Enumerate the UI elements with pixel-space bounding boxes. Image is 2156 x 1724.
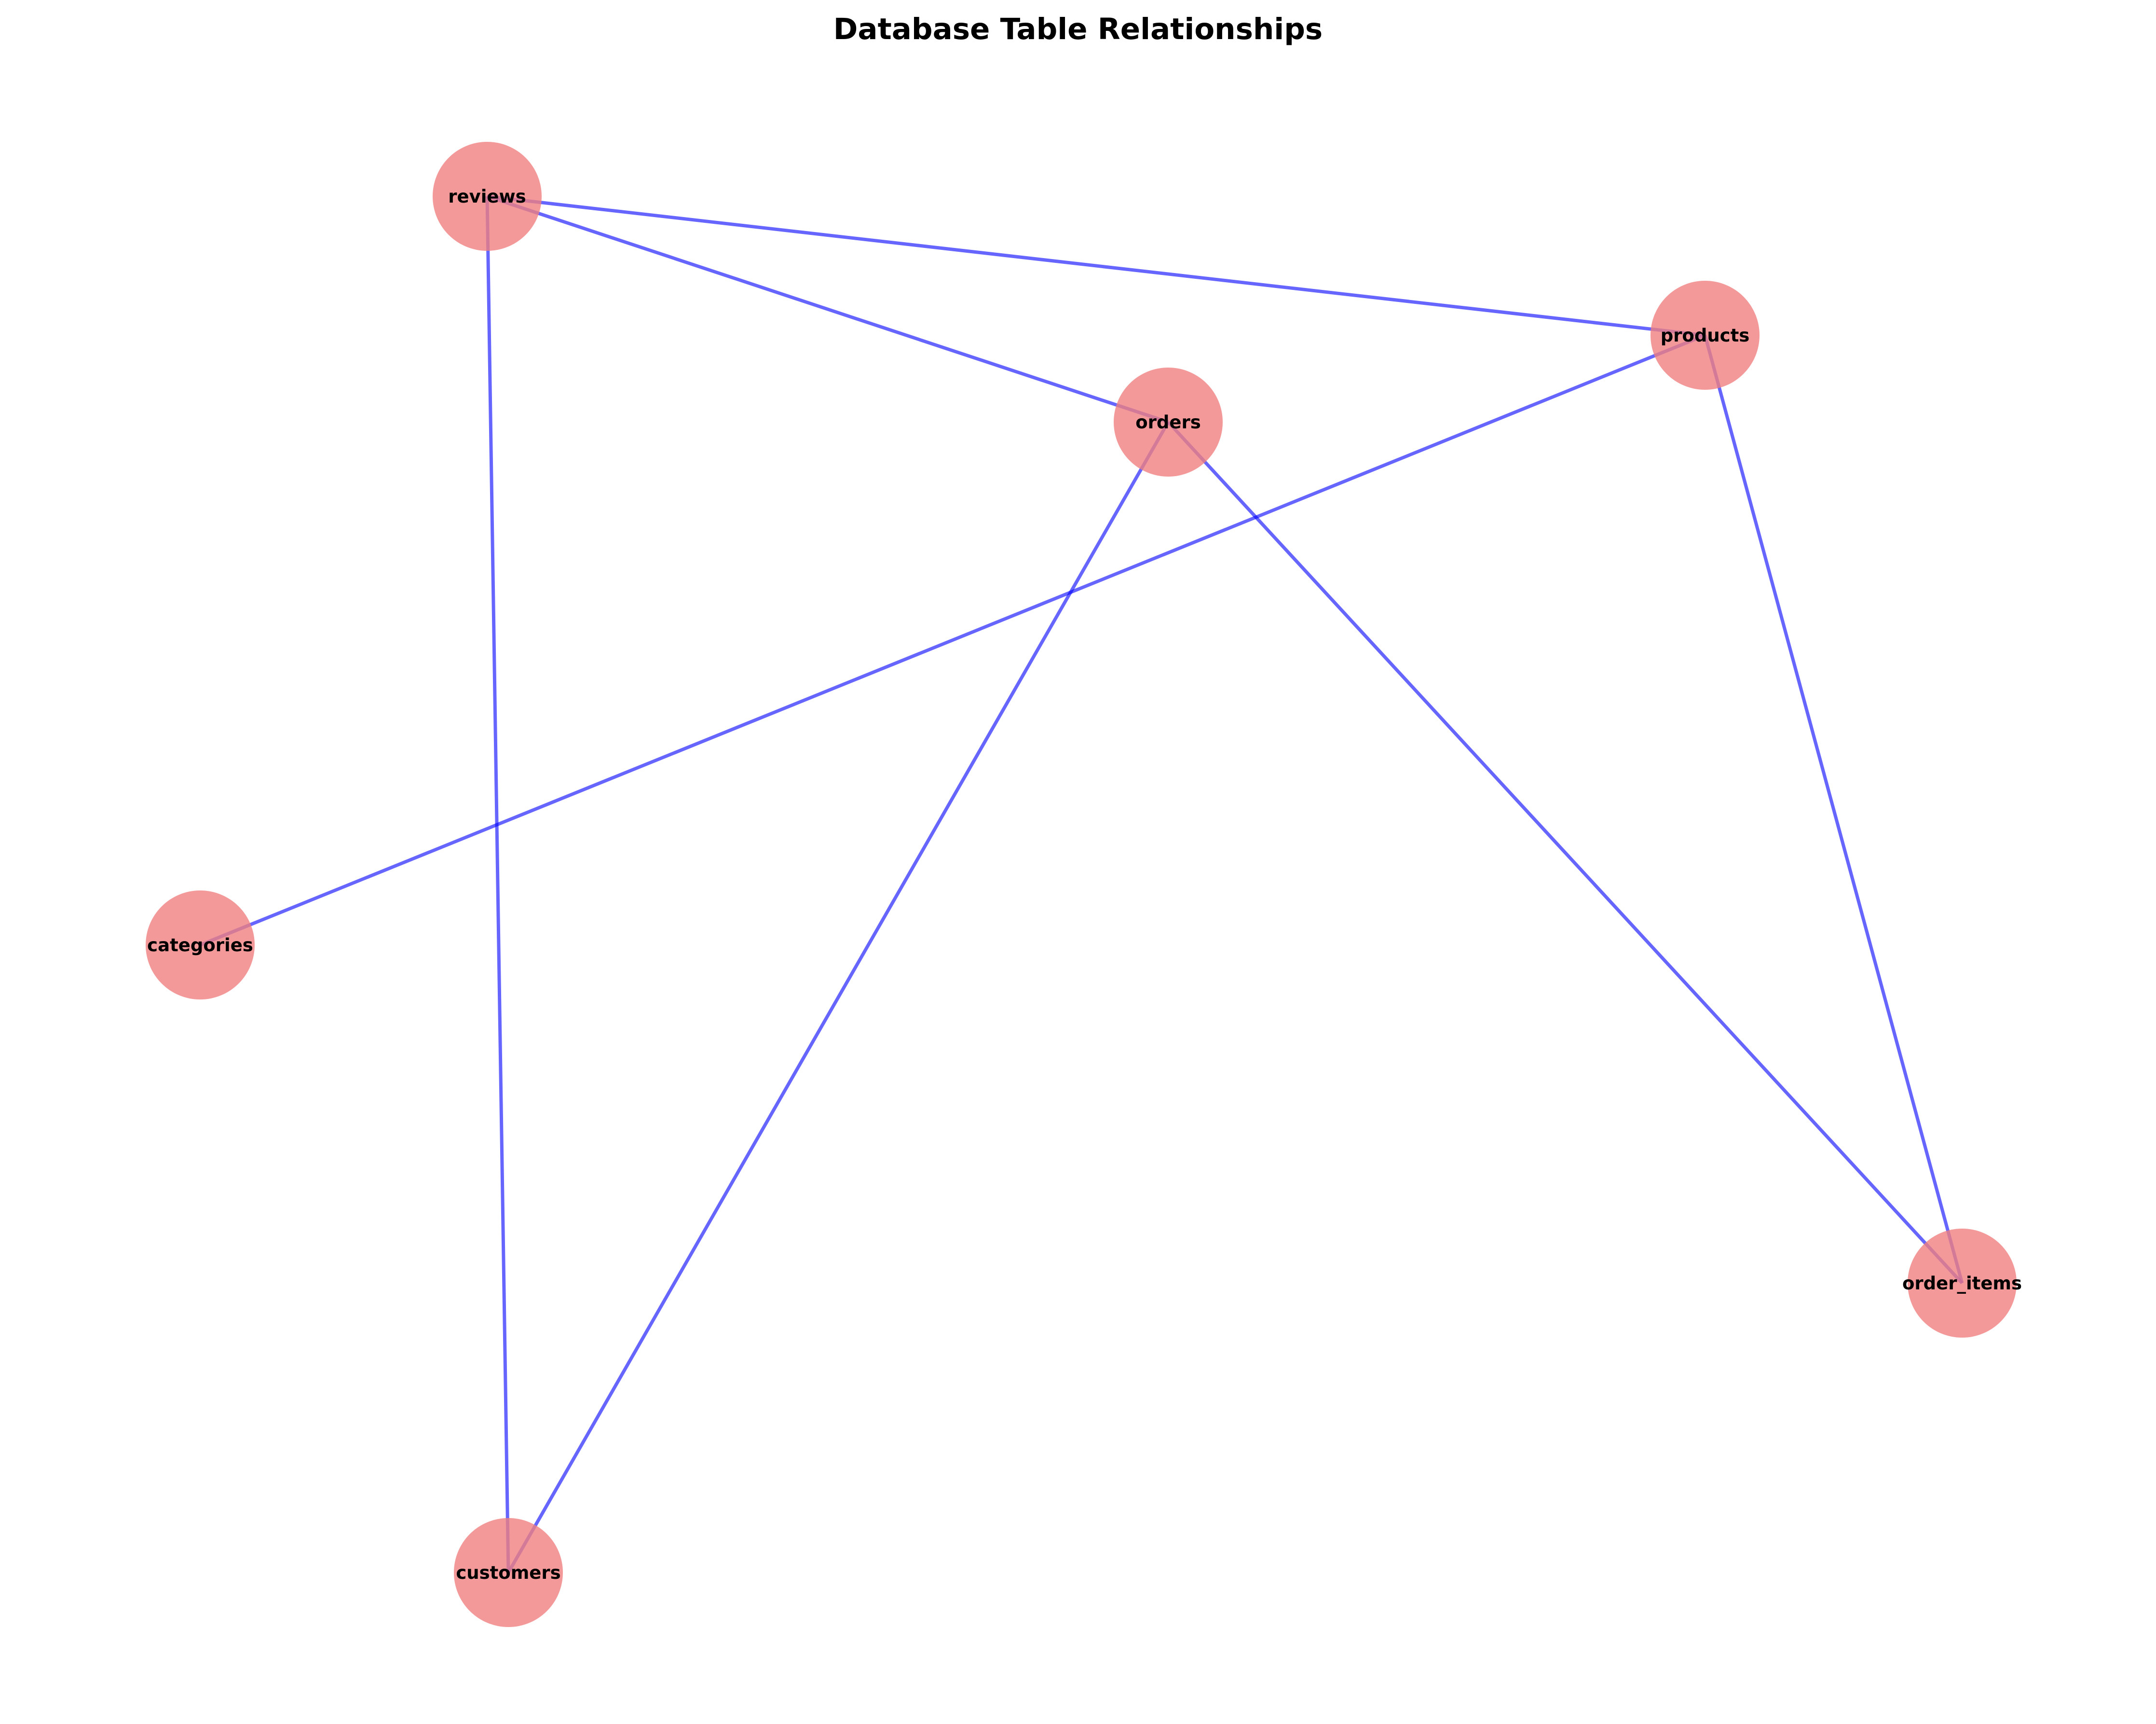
node-circle-products[interactable] xyxy=(1651,281,1760,390)
node-label-customers: customers xyxy=(456,1562,560,1583)
edge-reviews-products xyxy=(487,194,1706,337)
nodes-layer: reviews products orders categories order_ite… xyxy=(146,142,2022,1627)
node-label-products: products xyxy=(1661,325,1750,346)
edge-products-categories xyxy=(199,333,1706,947)
node-label-orders: orders xyxy=(1135,412,1201,433)
node-circle-categories[interactable] xyxy=(146,890,255,999)
node-label-order_items: order_items xyxy=(1902,1273,2022,1294)
node-customers[interactable]: customers xyxy=(454,1518,563,1627)
edge-products-order_items xyxy=(1703,335,1964,1284)
edge-orders-order_items xyxy=(1167,421,1964,1285)
node-circle-reviews[interactable] xyxy=(433,142,542,251)
edges-layer xyxy=(199,194,1964,1573)
node-circle-order_items[interactable] xyxy=(1908,1229,2017,1338)
node-categories[interactable]: categories xyxy=(146,890,255,999)
node-orders[interactable]: orders xyxy=(1114,368,1223,477)
node-label-reviews: reviews xyxy=(448,186,526,207)
edge-reviews-customers xyxy=(485,196,510,1573)
edge-reviews-orders xyxy=(486,194,1169,424)
node-reviews[interactable]: reviews xyxy=(433,142,542,251)
diagram-title: Database Table Relationships xyxy=(833,12,1323,46)
edge-orders-customers xyxy=(506,421,1170,1573)
node-circle-orders[interactable] xyxy=(1114,368,1223,477)
node-circle-customers[interactable] xyxy=(454,1518,563,1627)
node-label-categories: categories xyxy=(147,935,253,956)
node-products[interactable]: products xyxy=(1651,281,1760,390)
node-order_items[interactable]: order_items xyxy=(1902,1229,2022,1338)
